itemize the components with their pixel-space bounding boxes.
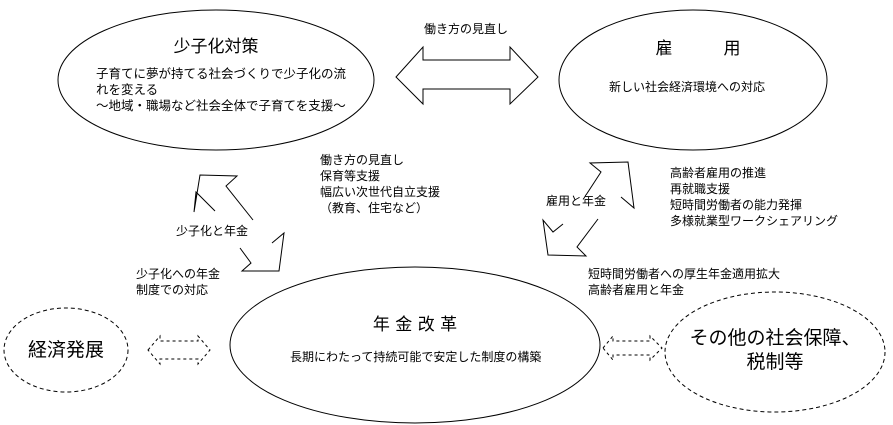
dashed-double-arrow-left [147,334,211,366]
note-line: 保育等支援 [320,169,381,183]
note-line: 働き方の見直し [320,153,405,167]
note-koyo-points: 高齢者雇用の推進 再就職支援 短時間労働者の能力発揮 多様就業型ワークシェアリン… [670,165,838,229]
cycle-arrow-left-down [239,231,285,272]
cycle-arrow-right-down [542,218,599,257]
note-nenkin-response: 少子化への年金 制度での対応 [136,266,220,298]
link-right-cycle-label: 雇用と年金 [546,194,607,208]
cycle-arrow-right-up [585,161,635,210]
node-keizai-title: 経済発展 [27,339,104,361]
note-line: （教育、住宅など） [320,201,429,215]
node-shoshika-line: 子育てに夢が持てる社会づくりで少子化の流 [96,66,347,81]
note-line: 高齢者雇用と年金 [588,283,685,297]
node-keizai-ellipse [3,307,129,393]
cycle-arrow-left-up [193,174,254,221]
note-line: 少子化への年金 [136,267,221,281]
node-koyo-ellipse [558,9,828,151]
note-koyo-nenkin: 短時間労働者への厚生年金適用拡大 高齢者雇用と年金 [588,266,780,298]
note-line: 幅広い次世代自立支援 [320,185,441,199]
node-nenkin-ellipse [229,266,601,424]
note-line: 短時間労働者の能力発揮 [670,198,803,212]
node-koyo-subtitle: 新しい社会経済環境への対応 [609,80,766,94]
node-shoshika-line: ～地域・職場など社会全体で子育てを支援～ [96,98,346,113]
note-line: 多様就業型ワークシェアリング [670,214,839,228]
node-nenkin-subtitle: 長期にわたって持続可能で安定した制度の構築 [290,350,542,364]
node-shoshika-ellipse [57,9,375,151]
node-koyo-title: 雇 用 [655,39,741,59]
node-sonota-line: 税制等 [746,351,804,373]
note-line: 制度での対応 [136,283,209,297]
node-sonota-ellipse [664,291,886,413]
note-line: 高齢者雇用の推進 [670,166,767,180]
note-line: 再就職支援 [670,182,731,196]
note-shoshika-to-nenkin: 働き方の見直し 保育等支援 幅広い次世代自立支援 （教育、住宅など） [320,152,440,216]
link-left-cycle-label: 少子化と年金 [176,224,249,238]
node-sonota-line: その他の社会保障、 [689,327,861,349]
double-arrow-top [395,45,539,106]
dashed-double-arrow-right [602,334,663,362]
note-line: 短時間労働者への厚生年金適用拡大 [588,267,781,281]
node-shoshika-title: 少子化対策 [173,37,259,57]
link-top-label: 働き方の見直し [424,22,509,36]
node-shoshika-line: れを変える [96,82,159,97]
node-shoshika-description: 子育てに夢が持てる社会づくりで少子化の流 れを変える ～地域・職場など社会全体で… [96,66,346,114]
node-nenkin-title: 年 金 改 革 [372,315,458,335]
node-sonota-title: その他の社会保障、 税制等 [680,326,870,374]
